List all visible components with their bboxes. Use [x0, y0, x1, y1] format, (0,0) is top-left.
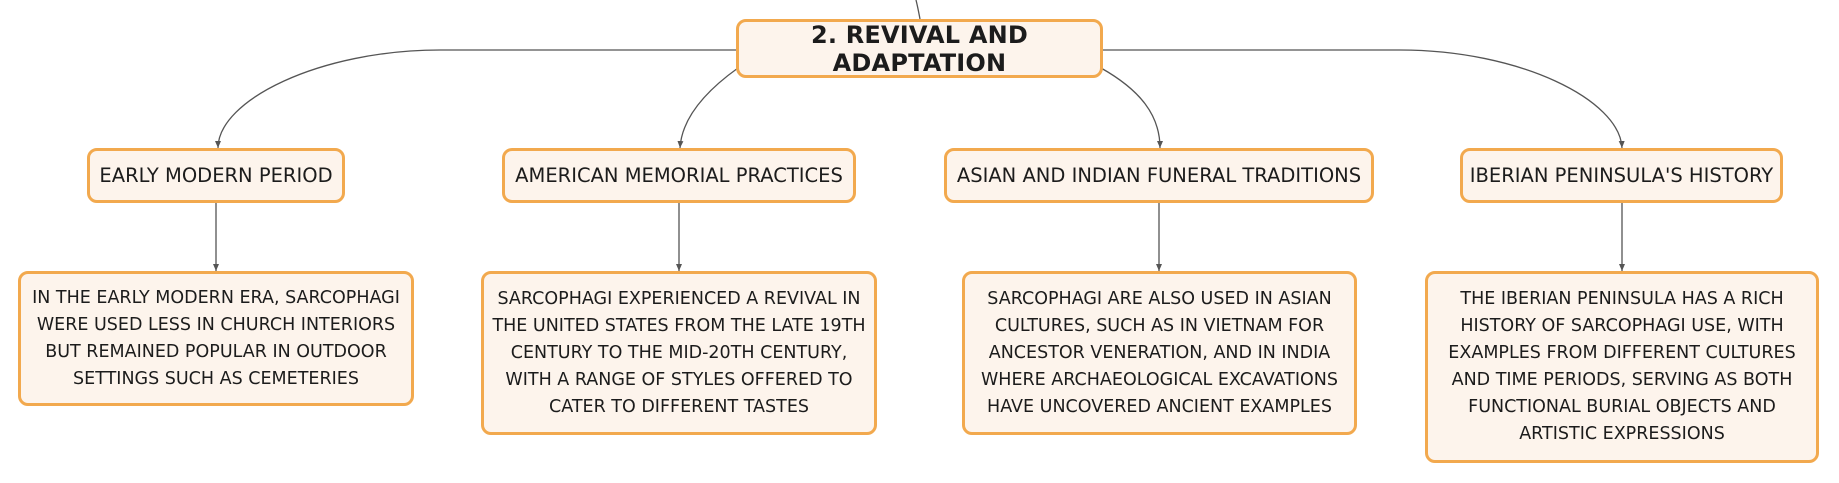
topic-node-iberian-peninsula-history[interactable]: IBERIAN PENINSULA'S HISTORY: [1460, 148, 1783, 203]
detail-node-early-modern-period[interactable]: IN THE EARLY MODERN ERA, SARCOPHAGI WERE…: [18, 271, 414, 406]
connector-root-to-american: [677, 67, 739, 149]
detail-node-american-memorial-practices[interactable]: SARCOPHAGI EXPERIENCED A REVIVAL IN THE …: [481, 271, 877, 435]
detail-node-text: IN THE EARLY MODERN ERA, SARCOPHAGI WERE…: [32, 287, 400, 389]
detail-node-text: SARCOPHAGI EXPERIENCED A REVIVAL IN THE …: [492, 288, 866, 417]
root-node-label: 2. REVIVAL AND ADAPTATION: [810, 20, 1029, 77]
topic-node-label: ASIAN AND INDIAN FUNERAL TRADITIONS: [956, 164, 1362, 187]
connector-root-to-early-modern: [215, 49, 738, 149]
topic-node-asian-indian-funeral-traditions[interactable]: ASIAN AND INDIAN FUNERAL TRADITIONS: [944, 148, 1374, 203]
connector-parent-to-root: [915, 0, 921, 20]
detail-node-iberian-peninsula-history[interactable]: THE IBERIAN PENINSULA HAS A RICH HISTORY…: [1425, 271, 1819, 463]
connector-root-to-asian: [1100, 67, 1163, 149]
detail-node-asian-indian-funeral-traditions[interactable]: SARCOPHAGI ARE ALSO USED IN ASIAN CULTUR…: [962, 271, 1357, 435]
topic-node-label: EARLY MODERN PERIOD: [99, 164, 333, 187]
connector-root-to-iberian: [1101, 49, 1625, 149]
topic-node-early-modern-period[interactable]: EARLY MODERN PERIOD: [87, 148, 345, 203]
topic-node-label: AMERICAN MEMORIAL PRACTICES: [515, 164, 843, 187]
topic-node-american-memorial-practices[interactable]: AMERICAN MEMORIAL PRACTICES: [502, 148, 856, 203]
topic-node-label: IBERIAN PENINSULA'S HISTORY: [1469, 164, 1774, 187]
root-node[interactable]: 2. REVIVAL AND ADAPTATION: [736, 19, 1103, 78]
detail-node-text: THE IBERIAN PENINSULA HAS A RICH HISTORY…: [1448, 289, 1796, 444]
detail-node-text: SARCOPHAGI ARE ALSO USED IN ASIAN CULTUR…: [981, 288, 1338, 417]
